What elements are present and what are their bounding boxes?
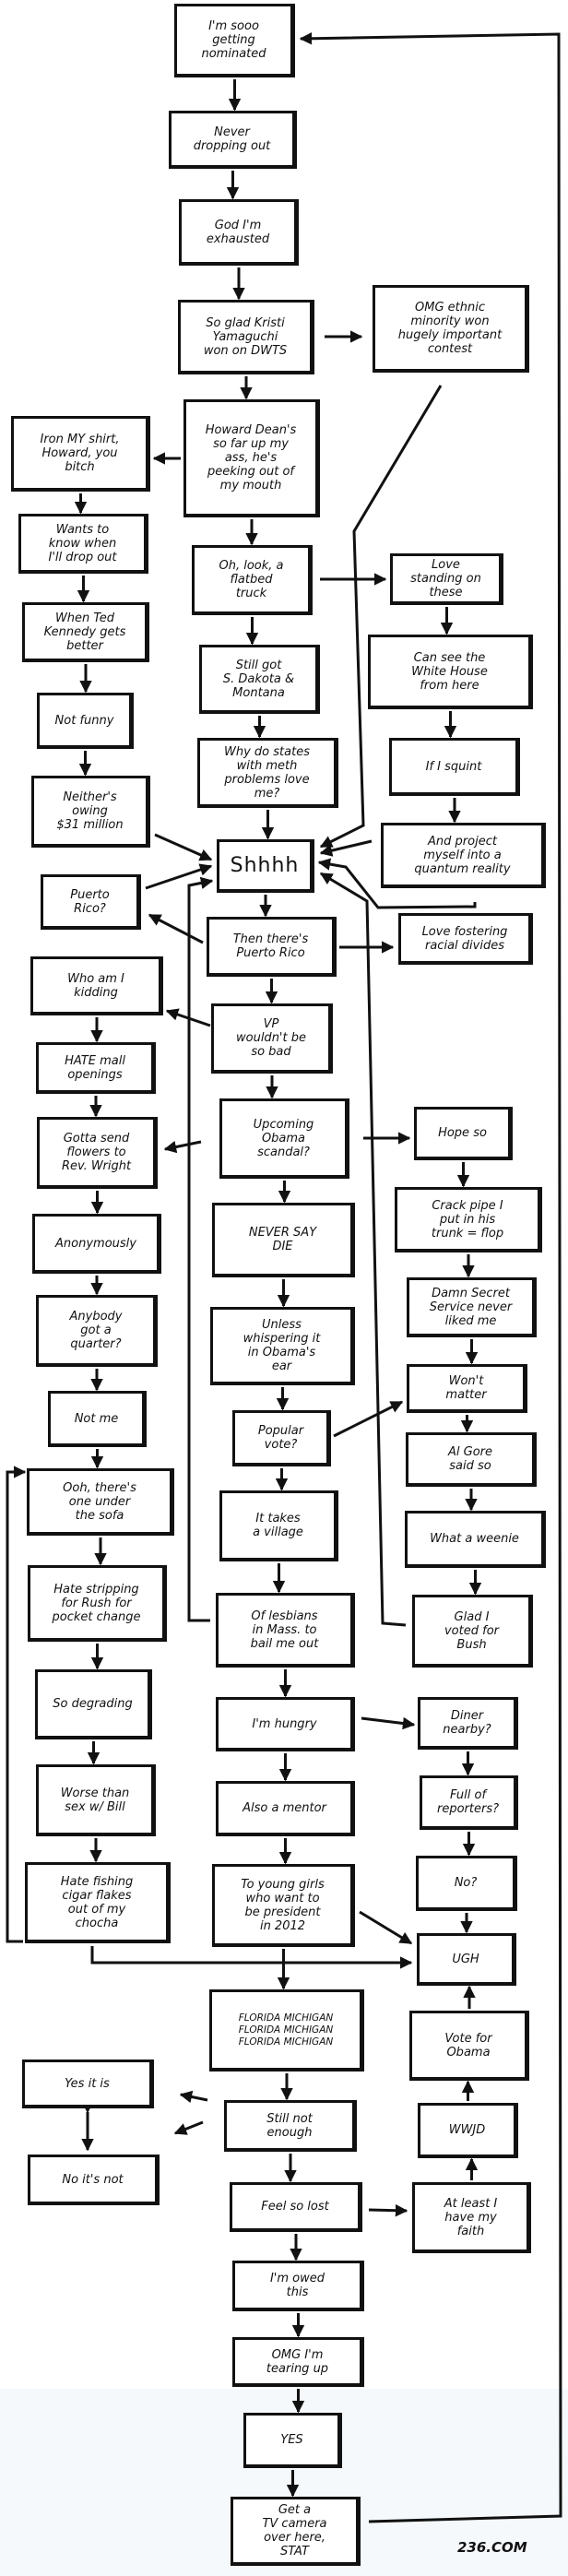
flowchart-node-b20: Puerto Rico? (41, 874, 141, 930)
flowchart-node-b54: UGH (417, 1933, 516, 1986)
flowchart-node-b37: Popular vote? (232, 1410, 331, 1466)
connector-arrow-65 (333, 1400, 404, 1438)
connector-arrow-74 (319, 839, 373, 857)
flowchart-node-b9: Oh, look, a flatbed truck (192, 545, 313, 615)
connector-arrow-58 (154, 833, 213, 861)
flowchart-node-b46: I'm hungry (216, 1697, 355, 1751)
flowchart-node-b14: Not funny (37, 693, 134, 749)
flowchart-node-b26: Upcoming Obama scandal? (219, 1098, 349, 1179)
flowchart-node-b43: Of lesbians in Mass. to bail me out (216, 1593, 355, 1668)
flowchart-node-b60: No it's not (28, 2155, 160, 2205)
flowchart-node-b49: Also a mentor (216, 1781, 355, 1836)
connector-arrow-78 (6, 1466, 27, 1943)
connector-arrow-63 (163, 1140, 202, 1154)
flowchart-node-b19: Shhhh (217, 839, 314, 893)
connector-arrow-70 (173, 2120, 204, 2135)
flowchart-node-b27: Hope so (414, 1107, 513, 1160)
flowchart-node-b5: OMG ethnic minority won hugely important… (373, 285, 529, 373)
flowchart-node-b52: To young girls who want to be president … (212, 1864, 355, 1947)
flowchart-node-b29: NEVER SAY DIE (212, 1203, 355, 1277)
flowchart-node-b61: Feel so lost (230, 2182, 362, 2232)
flowchart-node-b58: Still not enough (224, 2100, 357, 2152)
flowchart-node-b31: Anonymously (32, 1214, 161, 1274)
flowchart-node-b16: If I squint (389, 738, 520, 796)
flowchart-node-b33: Anybody got a quarter? (36, 1295, 158, 1367)
flowchart-node-b55: FLORIDA MICHIGAN FLORIDA MICHIGAN FLORID… (209, 1989, 364, 2071)
flowchart-node-b53: No? (416, 1856, 517, 1911)
flowchart-node-b44: Glad I voted for Bush (412, 1595, 533, 1668)
flowchart-node-b17: Neither's owing $31 million (31, 776, 150, 848)
flowchart-node-b12: Can see the White House from here (368, 635, 533, 709)
flowchart-node-b47: Diner nearby? (418, 1697, 518, 1750)
flowchart-node-b4: So glad Kristi Yamaguchi won on DWTS (178, 300, 314, 374)
flowchart-node-b38: Al Gore said so (406, 1432, 537, 1487)
flowchart-node-b66: Get a TV camera over here, STAT (231, 2497, 361, 2566)
flowchart-node-b35: Won't matter (407, 1364, 527, 1413)
flowchart-node-b25: HATE mall openings (36, 1042, 156, 1094)
flowchart-node-b57: Yes it is (22, 2060, 154, 2108)
flowchart-node-b64: OMG I'm tearing up (232, 2337, 364, 2387)
connector-arrow-72 (368, 2203, 408, 2217)
flowchart-node-b18: And project myself into a quantum realit… (381, 823, 546, 888)
flowchart-node-b11: When Ted Kennedy gets better (22, 602, 149, 662)
connector-arrow-59 (145, 863, 213, 890)
flowchart-node-b42: Hate stripping for Rush for pocket chang… (28, 1565, 167, 1642)
connector-arrow-73 (319, 385, 443, 849)
connector-arrow-66 (361, 1716, 416, 1730)
flowchart-node-b23: Who am I kidding (30, 956, 163, 1015)
flowchart-node-b8: Wants to know when I'll drop out (18, 514, 148, 574)
flowchart-node-b50: Full of reporters? (420, 1775, 518, 1830)
site-credit: 236.COM (457, 2539, 527, 2556)
flowchart-node-b45: So degrading (35, 1669, 152, 1739)
flowchart-node-b48: Worse than sex w/ Bill (36, 1764, 156, 1836)
flowchart-node-b3: God I'm exhausted (179, 199, 299, 266)
flowchart-node-b10: Love standing on these (390, 553, 503, 605)
flowchart-node-b51: Hate fishing cigar flakes out of my choc… (25, 1862, 171, 1943)
flowchart-node-b59: WWJD (418, 2103, 518, 2158)
flowchart-node-b32: Damn Secret Service never liked me (407, 1277, 537, 1337)
flowchart-node-b15: Why do states with meth problems love me… (197, 738, 338, 808)
flowchart-node-b41: What a weenie (405, 1511, 546, 1568)
flowchart-node-b30: Crack pipe I put in his trunk = flop (395, 1187, 542, 1252)
connector-arrow-75 (317, 858, 477, 909)
flowchart-node-b22: Love fostering racial divides (398, 913, 533, 965)
flowchart-node-b28: Gotta send flowers to Rev. Wright (37, 1117, 158, 1189)
connector-arrow-67 (359, 1910, 413, 1945)
connector-arrow-68 (90, 1946, 413, 1969)
flowchart-node-b34: Unless whispering it in Obama's ear (210, 1307, 355, 1385)
connector-arrow-77 (187, 876, 214, 1622)
flowchart-node-b56: Vote for Obama (409, 2011, 529, 2081)
flowchart-node-b1: I'm sooo getting nominated (174, 4, 295, 77)
flowchart-node-b2: Never dropping out (169, 111, 297, 169)
flowchart-node-b21: Then there's Puerto Rico (207, 917, 337, 977)
flowchart-node-b39: Ooh, there's one under the sofa (27, 1468, 174, 1536)
flowchart-node-b40: It takes a village (219, 1490, 338, 1561)
flowchart-node-b65: YES (243, 2413, 342, 2468)
flowchart-node-b62: At least I have my faith (412, 2182, 531, 2253)
flowchart-node-b24: VP wouldn't be so bad (211, 1003, 333, 1074)
flowchart-node-b6: Howard Dean's so far up my ass, he's pee… (183, 399, 320, 517)
connector-arrow-60 (148, 913, 204, 944)
flowchart-node-b36: Not me (48, 1391, 147, 1447)
flowchart-node-b63: I'm owed this (232, 2261, 364, 2311)
flowchart-node-b7: Iron MY shirt, Howard, you bitch (11, 416, 150, 492)
connector-arrow-69 (179, 2090, 208, 2104)
flowchart-node-b13: Still got S. Dakota & Montana (199, 645, 320, 714)
connector-arrow-76 (319, 872, 407, 1627)
connector-arrow-79 (299, 32, 562, 2523)
